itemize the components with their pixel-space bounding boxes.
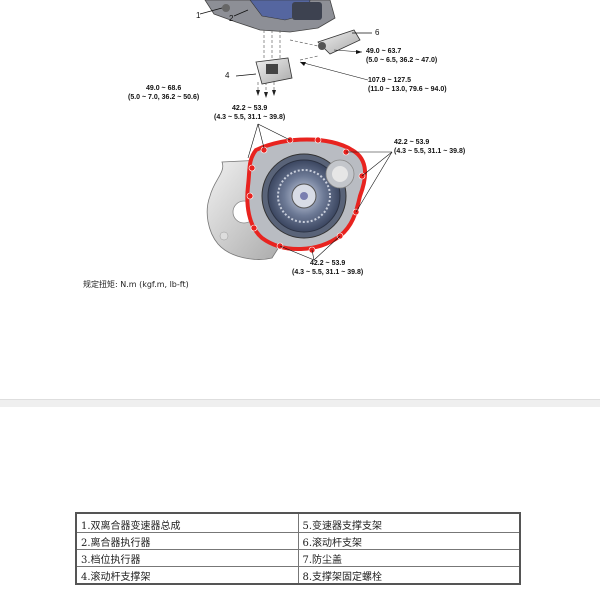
table-row: 3.档位执行器 7.防尘盖 <box>75 549 521 567</box>
table-cell: 1.双离合器变速器总成 <box>75 512 299 533</box>
torque-diagram: 1 2 4 6 49.0 ~ 63.7 (5.0 ~ 6.5, 36.2 ~ 4… <box>83 0 466 289</box>
torque-spec-roll-rod-bracket: 49.0 ~ 63.7 (5.0 ~ 6.5, 36.2 ~ 47.0) <box>366 48 438 64</box>
section-divider <box>0 399 600 407</box>
table-row: 1.双离合器变速器总成 5.变速器支撑支架 <box>75 512 521 533</box>
torque-spec-case-right: 42.2 ~ 53.9 (4.3 ~ 5.5, 31.1 ~ 39.8) <box>394 139 466 155</box>
table-cell: 2.离合器执行器 <box>75 532 299 550</box>
housing-leader-lines <box>247 123 393 261</box>
callout-4: 4 <box>225 71 230 80</box>
torque-spec-case-top: 42.2 ~ 53.9 (4.3 ~ 5.5, 31.1 ~ 39.8) <box>214 105 286 121</box>
torque-spec-roll-rod-right: 107.9 ~ 127.5 (11.0 ~ 13.0, 79.6 ~ 94.0) <box>368 77 447 93</box>
torque-spec-support-left: 49.0 ~ 68.6 (5.0 ~ 7.0, 36.2 ~ 50.6) <box>128 85 200 101</box>
table-cell: 6.滚动杆支架 <box>297 532 521 550</box>
table-row: 4.滚动杆支撑架 8.支撑架固定螺栓 <box>75 566 521 585</box>
transmission-case-drawing <box>206 136 367 260</box>
table-cell: 7.防尘盖 <box>297 549 521 567</box>
roll-rod-bracket-drawing <box>299 29 372 81</box>
torque-unit-note: 规定扭矩: N.m (kgf.m, lb-ft) <box>83 280 189 289</box>
transmission-assembly-drawing <box>199 0 336 33</box>
callout-2: 2 <box>229 14 234 23</box>
torque-spec-case-bottom: 42.2 ~ 53.9 (4.3 ~ 5.5, 31.1 ~ 39.8) <box>292 260 364 276</box>
callout-1: 1 <box>196 11 201 20</box>
callout-6: 6 <box>375 28 380 37</box>
exploded-view-illustration <box>199 0 393 261</box>
parts-legend-table: 1.双离合器变速器总成 5.变速器支撑支架 2.离合器执行器 6.滚动杆支架 3… <box>75 512 521 585</box>
table-cell: 8.支撑架固定螺栓 <box>297 566 521 585</box>
dashed-guide-lines <box>257 30 319 94</box>
table-cell: 4.滚动杆支撑架 <box>75 566 299 585</box>
roll-rod-support-drawing <box>235 57 293 98</box>
table-cell: 5.变速器支撑支架 <box>297 512 521 533</box>
table-cell: 3.档位执行器 <box>75 549 299 567</box>
table-row: 2.离合器执行器 6.滚动杆支架 <box>75 532 521 550</box>
